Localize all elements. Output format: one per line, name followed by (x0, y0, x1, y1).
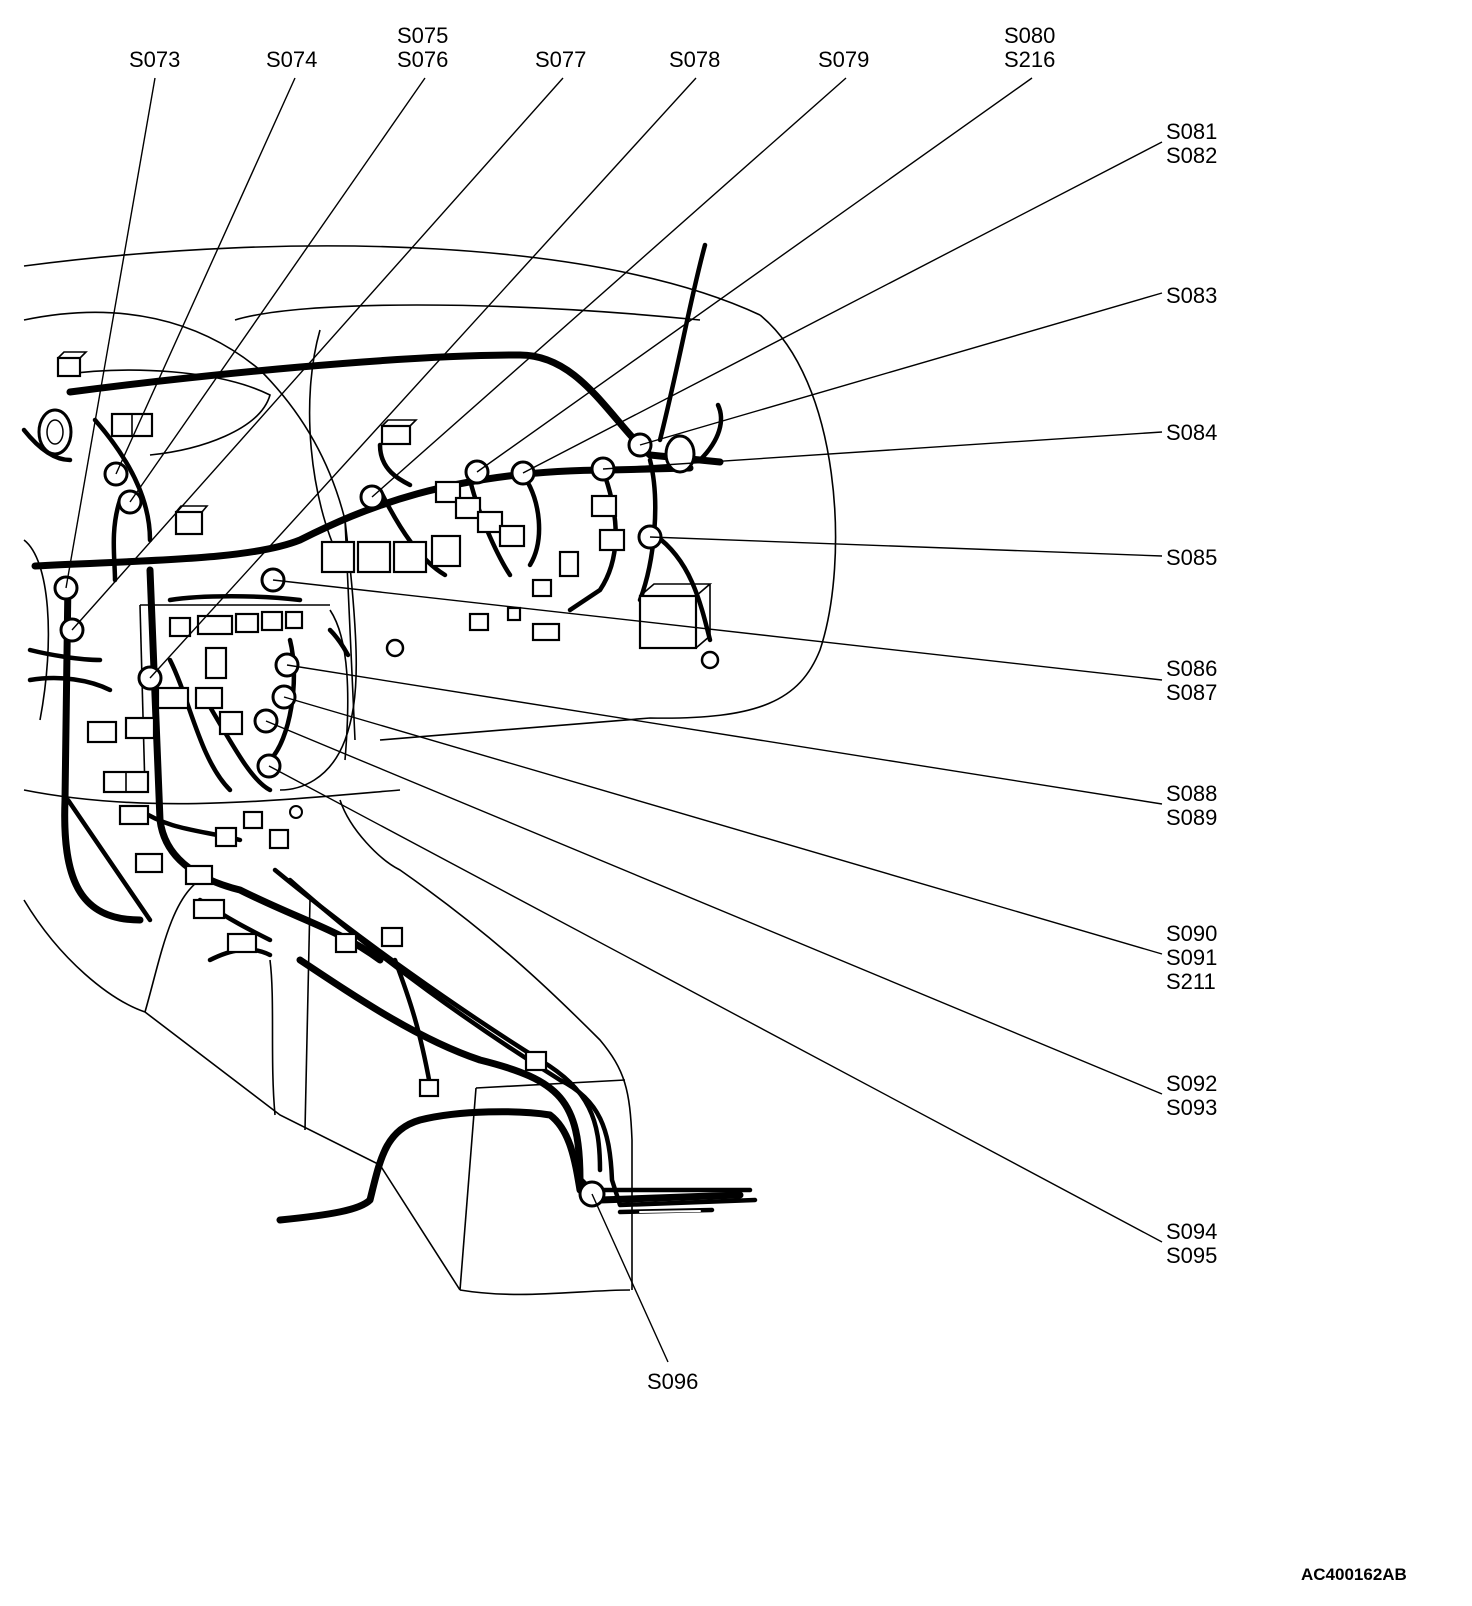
connector-block (524, 1050, 548, 1072)
connector-block (498, 524, 526, 548)
label-s091: S091 (1166, 945, 1217, 970)
connector-block (214, 826, 238, 848)
label-s096: S096 (647, 1369, 698, 1394)
connector-block (194, 686, 224, 710)
connector-block (320, 540, 356, 574)
label-s085: S085 (1166, 545, 1217, 570)
label-s077: S077 (535, 47, 586, 72)
label-s081: S081 (1166, 119, 1217, 144)
connector-block (558, 550, 580, 578)
connector-block (218, 710, 244, 736)
label-s074: S074 (266, 47, 317, 72)
label-s088: S088 (1166, 781, 1217, 806)
label-s082: S082 (1166, 143, 1217, 168)
label-s083: S083 (1166, 283, 1217, 308)
connector-block (454, 496, 482, 520)
connector-block (234, 612, 260, 634)
connector-block (56, 351, 88, 378)
connector-block (168, 616, 192, 638)
connector-block (134, 852, 164, 874)
label-s075: S075 (397, 23, 448, 48)
splice-labels: S073 S074 S075 S076 S077 S078 S079 S080 … (129, 23, 1217, 1394)
label-s076: S076 (397, 47, 448, 72)
label-s080: S080 (1004, 23, 1055, 48)
label-s216: S216 (1004, 47, 1055, 72)
reference-code: AC400162AB (1301, 1565, 1407, 1584)
connector-block (242, 810, 264, 830)
connector-block (110, 412, 154, 438)
connector-block (226, 932, 258, 954)
connector-block (590, 494, 618, 518)
label-s095: S095 (1166, 1243, 1217, 1268)
label-s211: S211 (1166, 969, 1216, 994)
label-s087: S087 (1166, 680, 1217, 705)
connector-block (156, 686, 190, 710)
connector-block (260, 610, 284, 632)
leader-lines (65, 77, 1163, 1363)
connector-block (86, 720, 118, 744)
connector-block (531, 622, 561, 642)
connector-block (380, 419, 418, 446)
connector-block (192, 898, 226, 920)
dashboard-outline (23, 245, 837, 1296)
connector-block (102, 770, 150, 794)
label-s084: S084 (1166, 420, 1217, 445)
junction-box (638, 583, 713, 650)
connector-block (468, 612, 490, 632)
connector-block (392, 540, 428, 574)
label-s093: S093 (1166, 1095, 1217, 1120)
connector-block (284, 610, 304, 630)
connector-block (531, 578, 553, 598)
connector-block (268, 828, 290, 850)
label-s089: S089 (1166, 805, 1217, 830)
label-s086: S086 (1166, 656, 1217, 681)
connector-block (184, 864, 214, 886)
label-s073: S073 (129, 47, 180, 72)
connector-block (434, 480, 462, 504)
connector-block (476, 510, 504, 534)
connector-block (118, 804, 150, 826)
label-s094: S094 (1166, 1219, 1217, 1244)
harness-connectors (56, 351, 713, 1098)
label-s078: S078 (669, 47, 720, 72)
connector-block (506, 606, 522, 622)
connector-block (598, 528, 626, 552)
connector-block (174, 505, 209, 536)
connector-block (204, 646, 228, 680)
connector-block (430, 534, 462, 568)
label-s092: S092 (1166, 1071, 1217, 1096)
connector-block (334, 932, 358, 954)
connector-block (418, 1078, 440, 1098)
connector-block (356, 540, 392, 574)
label-s079: S079 (818, 47, 869, 72)
connector-block (380, 926, 404, 948)
connector-block (124, 716, 156, 740)
label-s090: S090 (1166, 921, 1217, 946)
